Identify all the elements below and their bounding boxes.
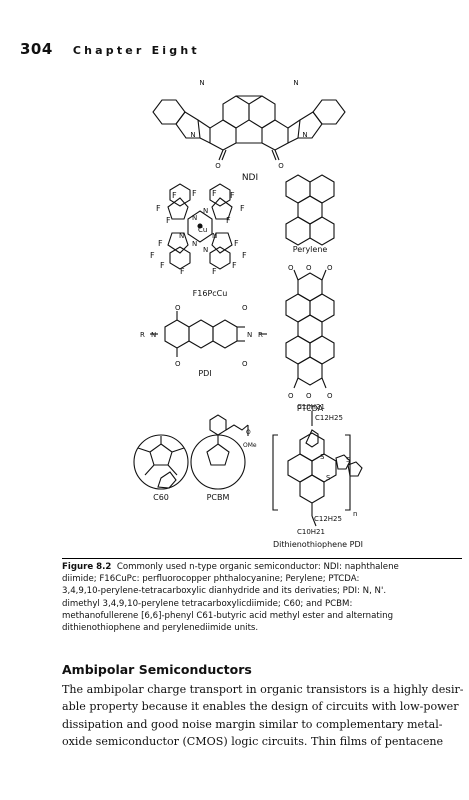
fluorine-atom: F	[226, 216, 231, 225]
sulfur-atom: S	[346, 456, 351, 464]
fluorine-atom: F	[158, 239, 163, 248]
dithieno-chain-top: C12H25	[315, 414, 343, 422]
fluorine-atom: F	[240, 204, 245, 213]
figure-caption: Figure 8.2 Commonly used n-type organic …	[62, 558, 462, 634]
ndi-o-atom: O	[278, 162, 284, 170]
nitrogen-atom: N	[203, 246, 208, 254]
ptcda-label: PTCDA	[297, 404, 324, 413]
page-number: 304	[20, 40, 53, 58]
pdi-structure	[150, 311, 267, 357]
fluorine-atom: F	[232, 261, 237, 270]
pdi-r-group: R	[258, 331, 263, 339]
f16pccu-label: F16PcCu	[193, 289, 228, 298]
fluorine-atom: F	[156, 204, 161, 213]
body-line: able property because it enables the des…	[62, 700, 459, 714]
caption-line: Figure 8.2 Commonly used n-type organic …	[62, 561, 462, 573]
caption-line: methanofullerene [6,6]-phenyl C61-butyri…	[62, 610, 394, 621]
dithieno-chain-bottom: C10H21	[297, 528, 325, 536]
pdi-r-group: R	[140, 331, 145, 339]
ndi-structure	[152, 95, 346, 161]
perylene-label: Perylene	[293, 245, 328, 254]
pcbm-structure	[190, 414, 249, 490]
fluorine-atom: F	[230, 191, 235, 200]
sulfur-atom: S	[326, 474, 331, 482]
copper-atom: Cu	[198, 226, 207, 234]
fluorine-atom: F	[212, 267, 217, 276]
caption-line: dimethyl 3,4,9,10-perylene tetracarboxyl…	[62, 598, 353, 609]
fluorine-atom: F	[180, 267, 185, 276]
fluorine-atom: F	[166, 216, 171, 225]
fluorine-atom: F	[212, 189, 217, 198]
caption-label: Figure 8.2	[62, 562, 112, 572]
sulfur-atom: S	[320, 453, 325, 461]
pdi-o-atom: O	[242, 360, 248, 368]
nitrogen-atom: N	[192, 240, 197, 248]
dithieno-chain-bottom: C12H25	[314, 515, 342, 523]
dithieno-chain-top: C10H21	[297, 403, 325, 411]
section-heading: Ambipolar Semiconductors	[62, 662, 252, 677]
nitrogen-atom: N	[203, 207, 208, 215]
repeat-unit-subscript: n	[353, 510, 357, 518]
nitrogen-atom: N	[192, 214, 197, 222]
ndi-n-atom: N	[199, 79, 204, 87]
ptcda-o-atom: O	[327, 392, 333, 400]
body-line: The ambipolar charge transport in organi…	[62, 683, 464, 696]
pdi-o-atom: O	[242, 304, 248, 312]
perylene-structure	[285, 174, 335, 246]
c60-label: C60	[153, 493, 169, 502]
pdi-o-atom: O	[175, 360, 181, 368]
fluorine-atom: F	[242, 251, 247, 260]
ndi-label: NDI	[242, 173, 258, 183]
ptcda-o-atom: O	[306, 392, 312, 400]
pdi-o-atom: O	[175, 304, 181, 312]
c60-structure	[133, 434, 189, 490]
ptcda-o-atom: O	[306, 264, 312, 272]
fluorine-atom: F	[234, 239, 239, 248]
fluorine-atom: F	[160, 261, 165, 270]
caption-line: dithienothiophene and perylenediimide un…	[62, 623, 259, 634]
fluorine-atom: F	[192, 189, 197, 198]
pcbm-ome-group: OMe	[243, 442, 257, 449]
pdi-n-atom: N	[247, 331, 252, 339]
caption-line: diimide; F16CuPc: perfluorocopper phthal…	[62, 574, 360, 585]
dithieno-label: Dithienothiophene PDI	[273, 540, 363, 549]
ptcda-o-atom: O	[288, 264, 294, 272]
fluorine-atom: F	[172, 191, 177, 200]
ptcda-structure	[285, 269, 335, 389]
pdi-n-atom: N	[151, 331, 156, 339]
dithienothiophene-pdi-structure	[272, 411, 363, 527]
running-header: 304 Chapter Eight	[20, 40, 200, 60]
pcbm-label: PCBM	[207, 493, 230, 502]
pcbm-o-atom: O	[246, 429, 251, 436]
caption-text: Commonly used n-type organic semiconduct…	[116, 562, 399, 572]
nitrogen-atom: N	[179, 232, 184, 240]
ndi-n-atom: N	[190, 131, 195, 139]
f16pccu-atom-labels: F F F F F F F F F F F F F F F F N N N N …	[150, 189, 247, 276]
ndi-n-atom: N	[293, 79, 298, 87]
pdi-label: PDI	[198, 369, 211, 378]
nitrogen-atom: N	[212, 232, 217, 240]
caption-line: 3,4,9,10-perylene-tetracarboxylic dianhy…	[62, 586, 387, 597]
ptcda-o-atom: O	[288, 392, 294, 400]
body-text: The ambipolar charge transport in organi…	[62, 681, 464, 750]
chapter-title: Chapter Eight	[72, 44, 200, 57]
ptcda-o-atom: O	[327, 264, 333, 272]
body-line: oxide semiconductor (CMOS) logic circuit…	[62, 734, 444, 748]
figure-8-2: N N N N O O NDI F F F F F F F F F F F F …	[133, 79, 363, 549]
fluorine-atom: F	[150, 251, 155, 260]
ndi-n-atom: N	[302, 131, 307, 139]
body-line: dissipation and good noise margin simila…	[62, 717, 443, 731]
ndi-o-atom: O	[215, 162, 221, 170]
f16pccu-structure	[167, 183, 233, 270]
